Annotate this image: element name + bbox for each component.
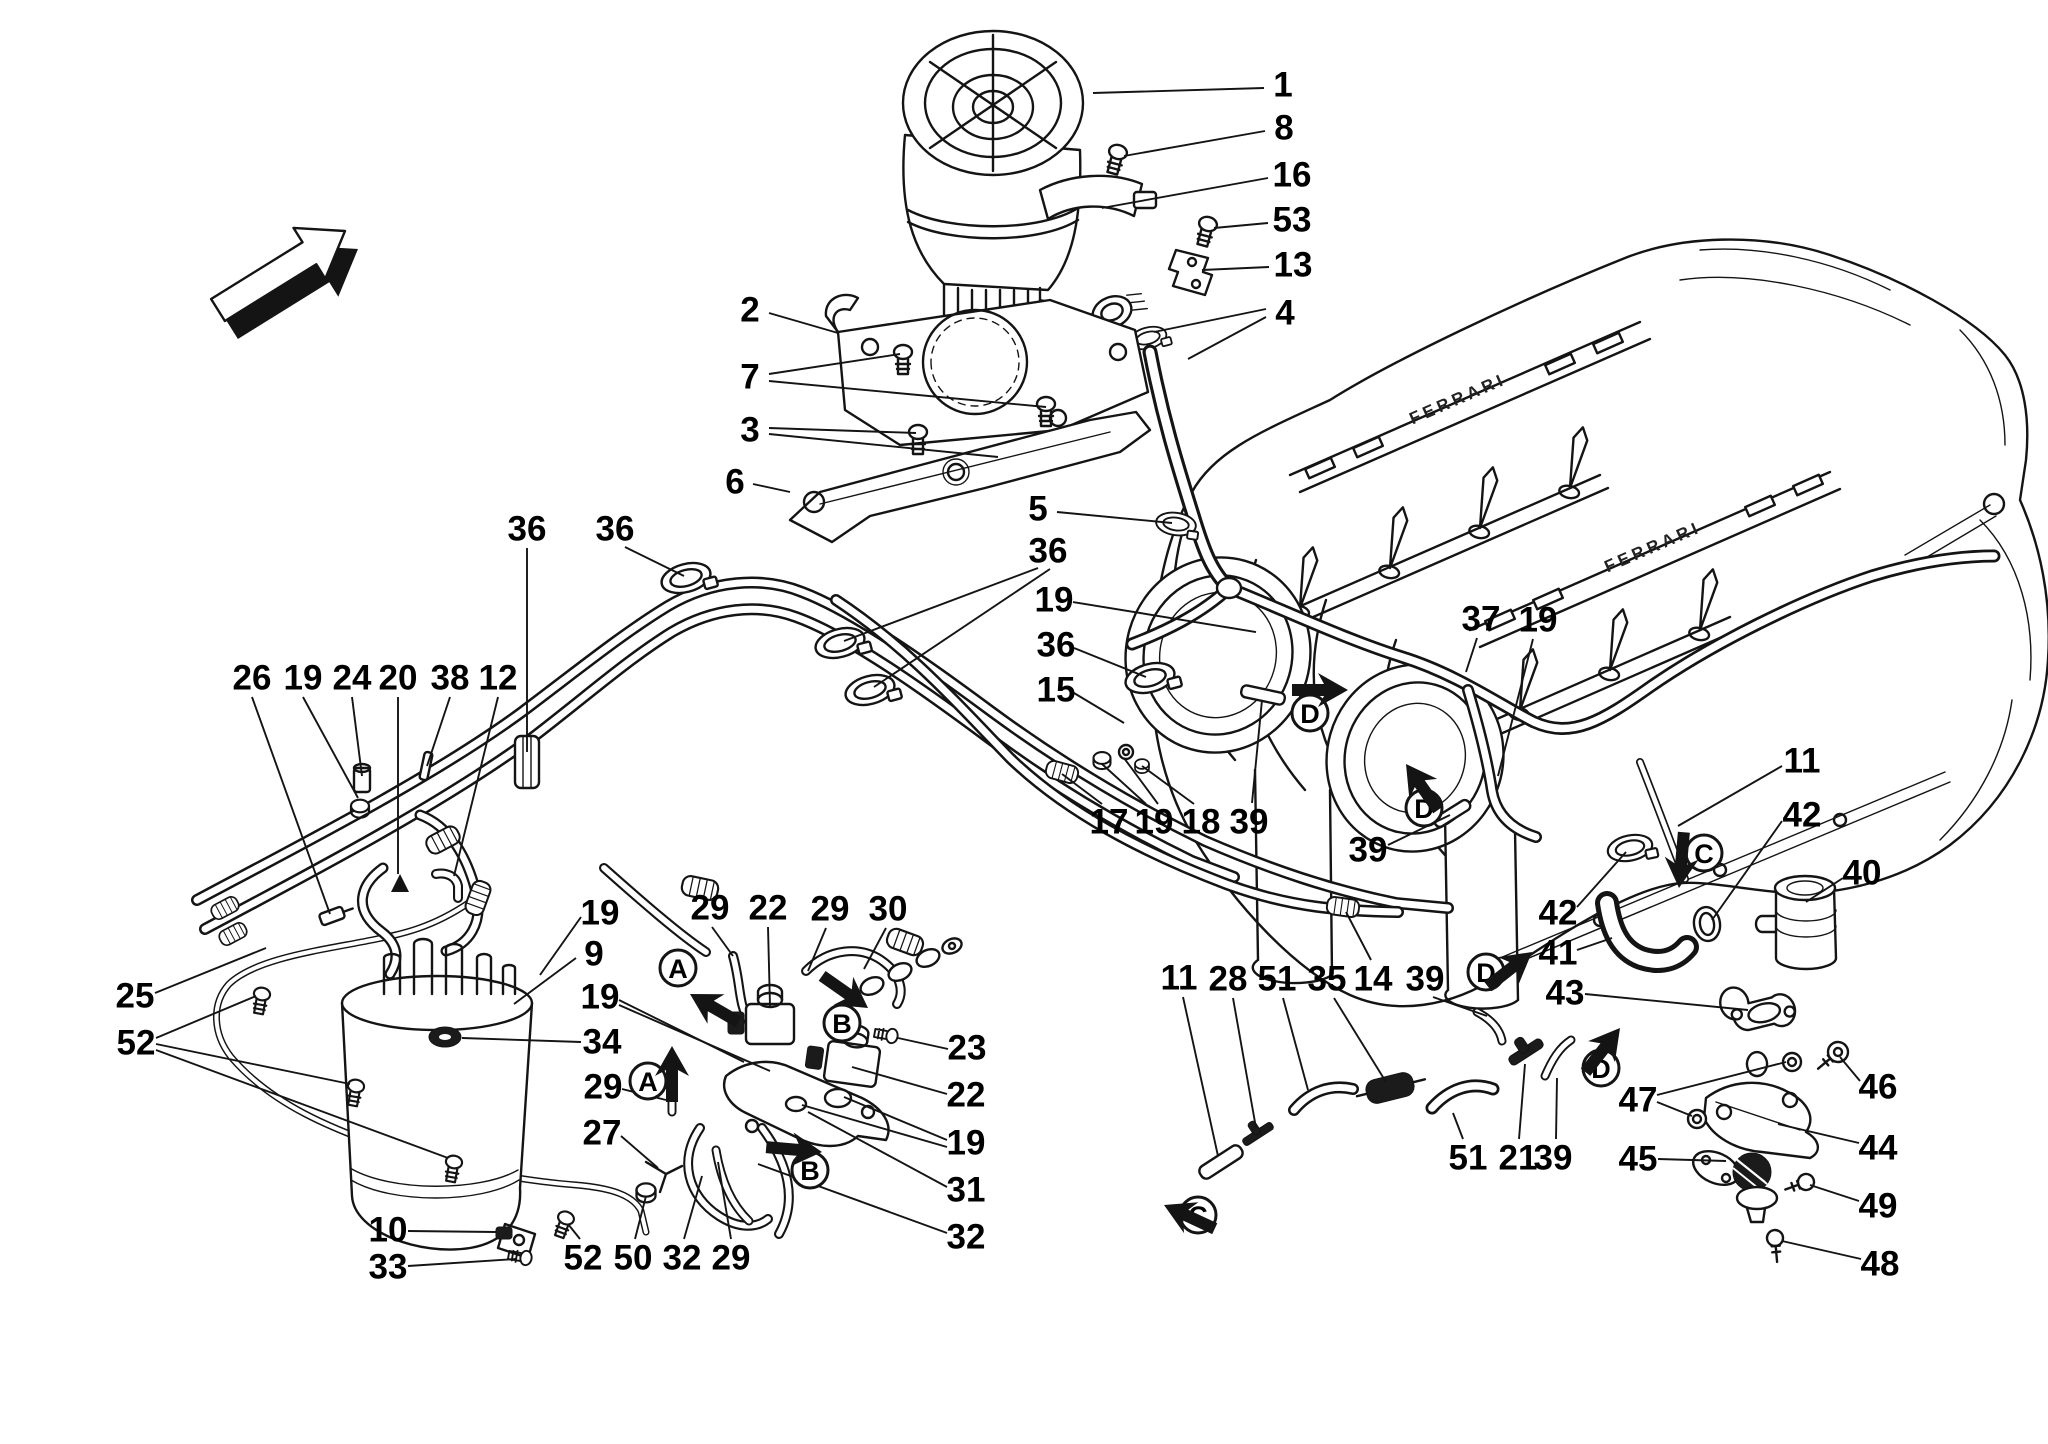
part-callout: 3 — [740, 411, 759, 450]
part-callout: 51 — [1449, 1139, 1488, 1178]
part-callout: 23 — [948, 1029, 987, 1068]
part-callout: 34 — [583, 1023, 622, 1062]
part-callout: 16 — [1273, 156, 1312, 195]
part-callout: 11 — [1161, 959, 1198, 998]
view-letter: A — [668, 954, 688, 984]
part-callout: 15 — [1037, 671, 1076, 710]
part-callout: 46 — [1859, 1068, 1898, 1107]
part-callout: 42 — [1783, 796, 1822, 835]
part-callout: 9 — [584, 935, 603, 974]
part-callout: 19 — [581, 894, 620, 933]
part-callout: 2 — [740, 291, 759, 330]
part-callout: 19 — [1035, 581, 1074, 620]
part-callout: 25 — [116, 977, 155, 1016]
part-callout: 17 — [1090, 803, 1129, 842]
part-callout: 11 — [1784, 742, 1821, 781]
part-callout: 19 — [947, 1124, 986, 1163]
part-callout: 22 — [749, 889, 788, 928]
part-callout: 19 — [1519, 601, 1558, 640]
part-callout: 39 — [1406, 960, 1445, 999]
part-callout: 42 — [1539, 894, 1578, 933]
leader-lines-layer — [154, 87, 1862, 1267]
part-callout: 10 — [369, 1211, 408, 1250]
view-letter-circle — [658, 948, 698, 988]
part-callout: 49 — [1859, 1187, 1898, 1226]
air-pump-drawing — [901, 29, 1220, 356]
direction-arrow — [209, 226, 358, 339]
part-callout: 19 — [1135, 803, 1174, 842]
hoses-drawing — [191, 344, 2001, 1236]
part-callout: 36 — [596, 510, 635, 549]
part-callout: 19 — [284, 659, 323, 698]
part-callout: 26 — [233, 659, 272, 698]
mounting-plate-drawing — [788, 293, 1152, 544]
part-callout: 51 — [1258, 960, 1297, 999]
part-callout: 45 — [1619, 1140, 1658, 1179]
part-callout: 39 — [1534, 1139, 1573, 1178]
part-callout: 29 — [691, 889, 730, 928]
part-callout: 29 — [811, 890, 850, 929]
part-callout: 36 — [1037, 626, 1076, 665]
part-callout: 22 — [947, 1076, 986, 1115]
part-callout: 28 — [1209, 960, 1248, 999]
part-callout: 52 — [117, 1024, 156, 1063]
part-callout: 7 — [740, 358, 759, 397]
part-callout: 12 — [479, 659, 518, 698]
solenoid-valves-drawing — [550, 937, 963, 1241]
part-callout: 29 — [584, 1068, 623, 1107]
small-parts-drawing — [1092, 743, 1850, 1264]
part-callout: 32 — [947, 1218, 986, 1257]
part-callout: 1 — [1273, 66, 1292, 105]
part-callout: 33 — [369, 1248, 408, 1287]
part-callout: 40 — [1843, 854, 1882, 893]
view-letter: B — [832, 1009, 852, 1039]
part-callout: 44 — [1859, 1129, 1898, 1168]
part-callout: 27 — [583, 1114, 622, 1153]
view-letters-layer: AABBCCDDDD — [628, 673, 1724, 1245]
part-callout: 48 — [1861, 1245, 1900, 1284]
part-callout: 4 — [1275, 294, 1295, 333]
part-callout: 39 — [1230, 803, 1269, 842]
part-callout: 20 — [379, 659, 418, 698]
view-letter: C — [1694, 839, 1714, 869]
part-callout: 13 — [1274, 246, 1313, 285]
view-letter: D — [1300, 699, 1320, 729]
part-callout: 32 — [663, 1239, 702, 1278]
part-callout: 35 — [1308, 960, 1347, 999]
part-callout: 18 — [1182, 803, 1221, 842]
part-callout: 6 — [725, 463, 744, 502]
part-callout: 36 — [508, 510, 547, 549]
part-callout: 14 — [1354, 960, 1393, 999]
part-callout: 39 — [1349, 831, 1388, 870]
part-callout: 29 — [712, 1239, 751, 1278]
part-callout: 53 — [1273, 201, 1312, 240]
part-callout: 8 — [1274, 109, 1293, 148]
part-callout: 37 — [1462, 600, 1501, 639]
part-callout: 52 — [564, 1239, 603, 1278]
charcoal-canister-drawing — [249, 750, 537, 1268]
part-callout: 19 — [581, 978, 620, 1017]
part-callout: 24 — [333, 659, 372, 698]
part-callout: 41 — [1539, 934, 1578, 973]
part-callout: 38 — [431, 659, 470, 698]
part-callout: 50 — [614, 1239, 653, 1278]
part-callout: 47 — [1619, 1081, 1658, 1120]
part-callout: 21 — [1499, 1139, 1538, 1178]
view-letter: B — [800, 1156, 820, 1186]
vacuum-valve-45 — [1692, 1149, 1779, 1224]
part-callout: 36 — [1029, 532, 1068, 571]
part-callout: 31 — [947, 1171, 986, 1210]
part-callout: 5 — [1028, 490, 1047, 529]
part-callout: 43 — [1546, 974, 1585, 1013]
part-callout: 30 — [869, 890, 908, 929]
view-letter: A — [638, 1067, 658, 1097]
